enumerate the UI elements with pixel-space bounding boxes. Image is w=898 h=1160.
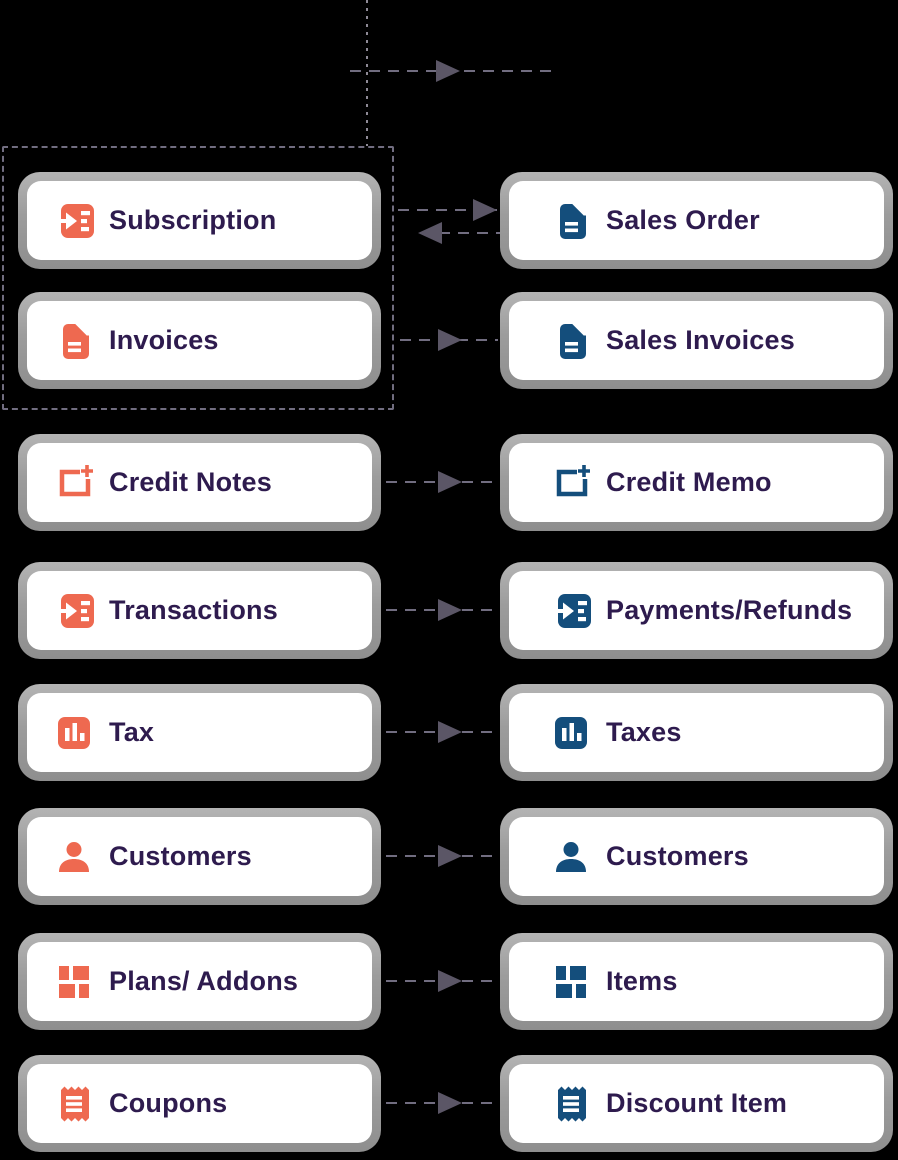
right-arrowhead-icon	[438, 1092, 462, 1114]
right-arrowhead-icon	[438, 329, 462, 351]
node-label: Credit Notes	[109, 467, 272, 497]
node-label: Tax	[109, 717, 155, 747]
right-arrowhead-icon	[438, 721, 462, 743]
node-transactions: Transactions	[18, 562, 381, 659]
grid-icon	[54, 962, 94, 1002]
vertical-dotted-connector	[366, 0, 368, 146]
right-arrowhead-icon	[438, 599, 462, 621]
node-sales-order: Sales Order	[500, 172, 893, 269]
node-label: Taxes	[606, 717, 682, 747]
mapping-row-invoices: Invoices Sales Invoices	[0, 292, 898, 389]
node-label: Discount Item	[606, 1088, 788, 1118]
node-credit-notes: Credit Notes	[18, 434, 381, 531]
person-icon	[54, 837, 94, 877]
arrow-into-list-icon	[54, 201, 94, 241]
bar-chart-icon	[551, 713, 591, 753]
mapping-row-plans-addons: Plans/ Addons Items	[0, 933, 898, 1030]
node-label: Subscription	[109, 205, 277, 235]
node-label: Sales Invoices	[606, 325, 795, 355]
node-label: Credit Memo	[606, 467, 772, 497]
node-label: Plans/ Addons	[109, 966, 299, 996]
right-arrowhead-icon	[438, 471, 462, 493]
mapping-row-customers: Customers Customers	[0, 808, 898, 905]
node-payments-refunds: Payments/Refunds	[500, 562, 893, 659]
node-plans-addons: Plans/ Addons	[18, 933, 381, 1030]
node-label: Customers	[109, 841, 252, 871]
mapping-row-subscription: Subscription Sales Order	[0, 172, 898, 269]
document-icon	[551, 201, 591, 241]
node-credit-memo: Credit Memo	[500, 434, 893, 531]
mapping-row-credit-notes: Credit Notes Credit Memo	[0, 434, 898, 531]
node-invoices: Invoices	[18, 292, 381, 389]
node-coupons: Coupons	[18, 1055, 381, 1152]
node-discount-item: Discount Item	[500, 1055, 893, 1152]
arrow-into-list-icon	[54, 591, 94, 631]
node-customers-right: Customers	[500, 808, 893, 905]
mapping-row-coupons: Coupons Discount Item	[0, 1055, 898, 1152]
credit-note-plus-icon	[54, 463, 94, 503]
node-tax: Tax	[18, 684, 381, 781]
node-label: Sales Order	[606, 205, 760, 235]
node-label: Customers	[606, 841, 749, 871]
subscription-invoices-group-box	[2, 146, 394, 410]
node-label: Items	[606, 966, 678, 996]
mapping-row-tax: Tax Taxes	[0, 684, 898, 781]
node-items: Items	[500, 933, 893, 1030]
node-customers-left: Customers	[18, 808, 381, 905]
bar-chart-icon	[54, 713, 94, 753]
node-label: Coupons	[109, 1088, 228, 1118]
grid-icon	[551, 962, 591, 1002]
arrow-into-list-icon	[551, 591, 591, 631]
left-arrowhead-icon	[418, 222, 442, 244]
node-label: Payments/Refunds	[606, 595, 853, 625]
document-icon	[551, 321, 591, 361]
ticket-icon	[54, 1084, 94, 1124]
right-arrowhead-icon	[473, 199, 497, 221]
node-subscription: Subscription	[18, 172, 381, 269]
node-sales-invoices: Sales Invoices	[500, 292, 893, 389]
credit-note-plus-icon	[551, 463, 591, 503]
node-label: Transactions	[109, 595, 278, 625]
right-arrowhead-icon	[438, 970, 462, 992]
right-arrowhead-icon	[438, 845, 462, 867]
top-arrowhead-icon	[436, 60, 460, 82]
person-icon	[551, 837, 591, 877]
ticket-icon	[551, 1084, 591, 1124]
mapping-row-transactions: Transactions Payments/Refunds	[0, 562, 898, 659]
connector-line	[398, 209, 497, 211]
node-label: Invoices	[109, 325, 219, 355]
connector-line	[420, 232, 505, 234]
node-taxes: Taxes	[500, 684, 893, 781]
document-icon	[54, 321, 94, 361]
